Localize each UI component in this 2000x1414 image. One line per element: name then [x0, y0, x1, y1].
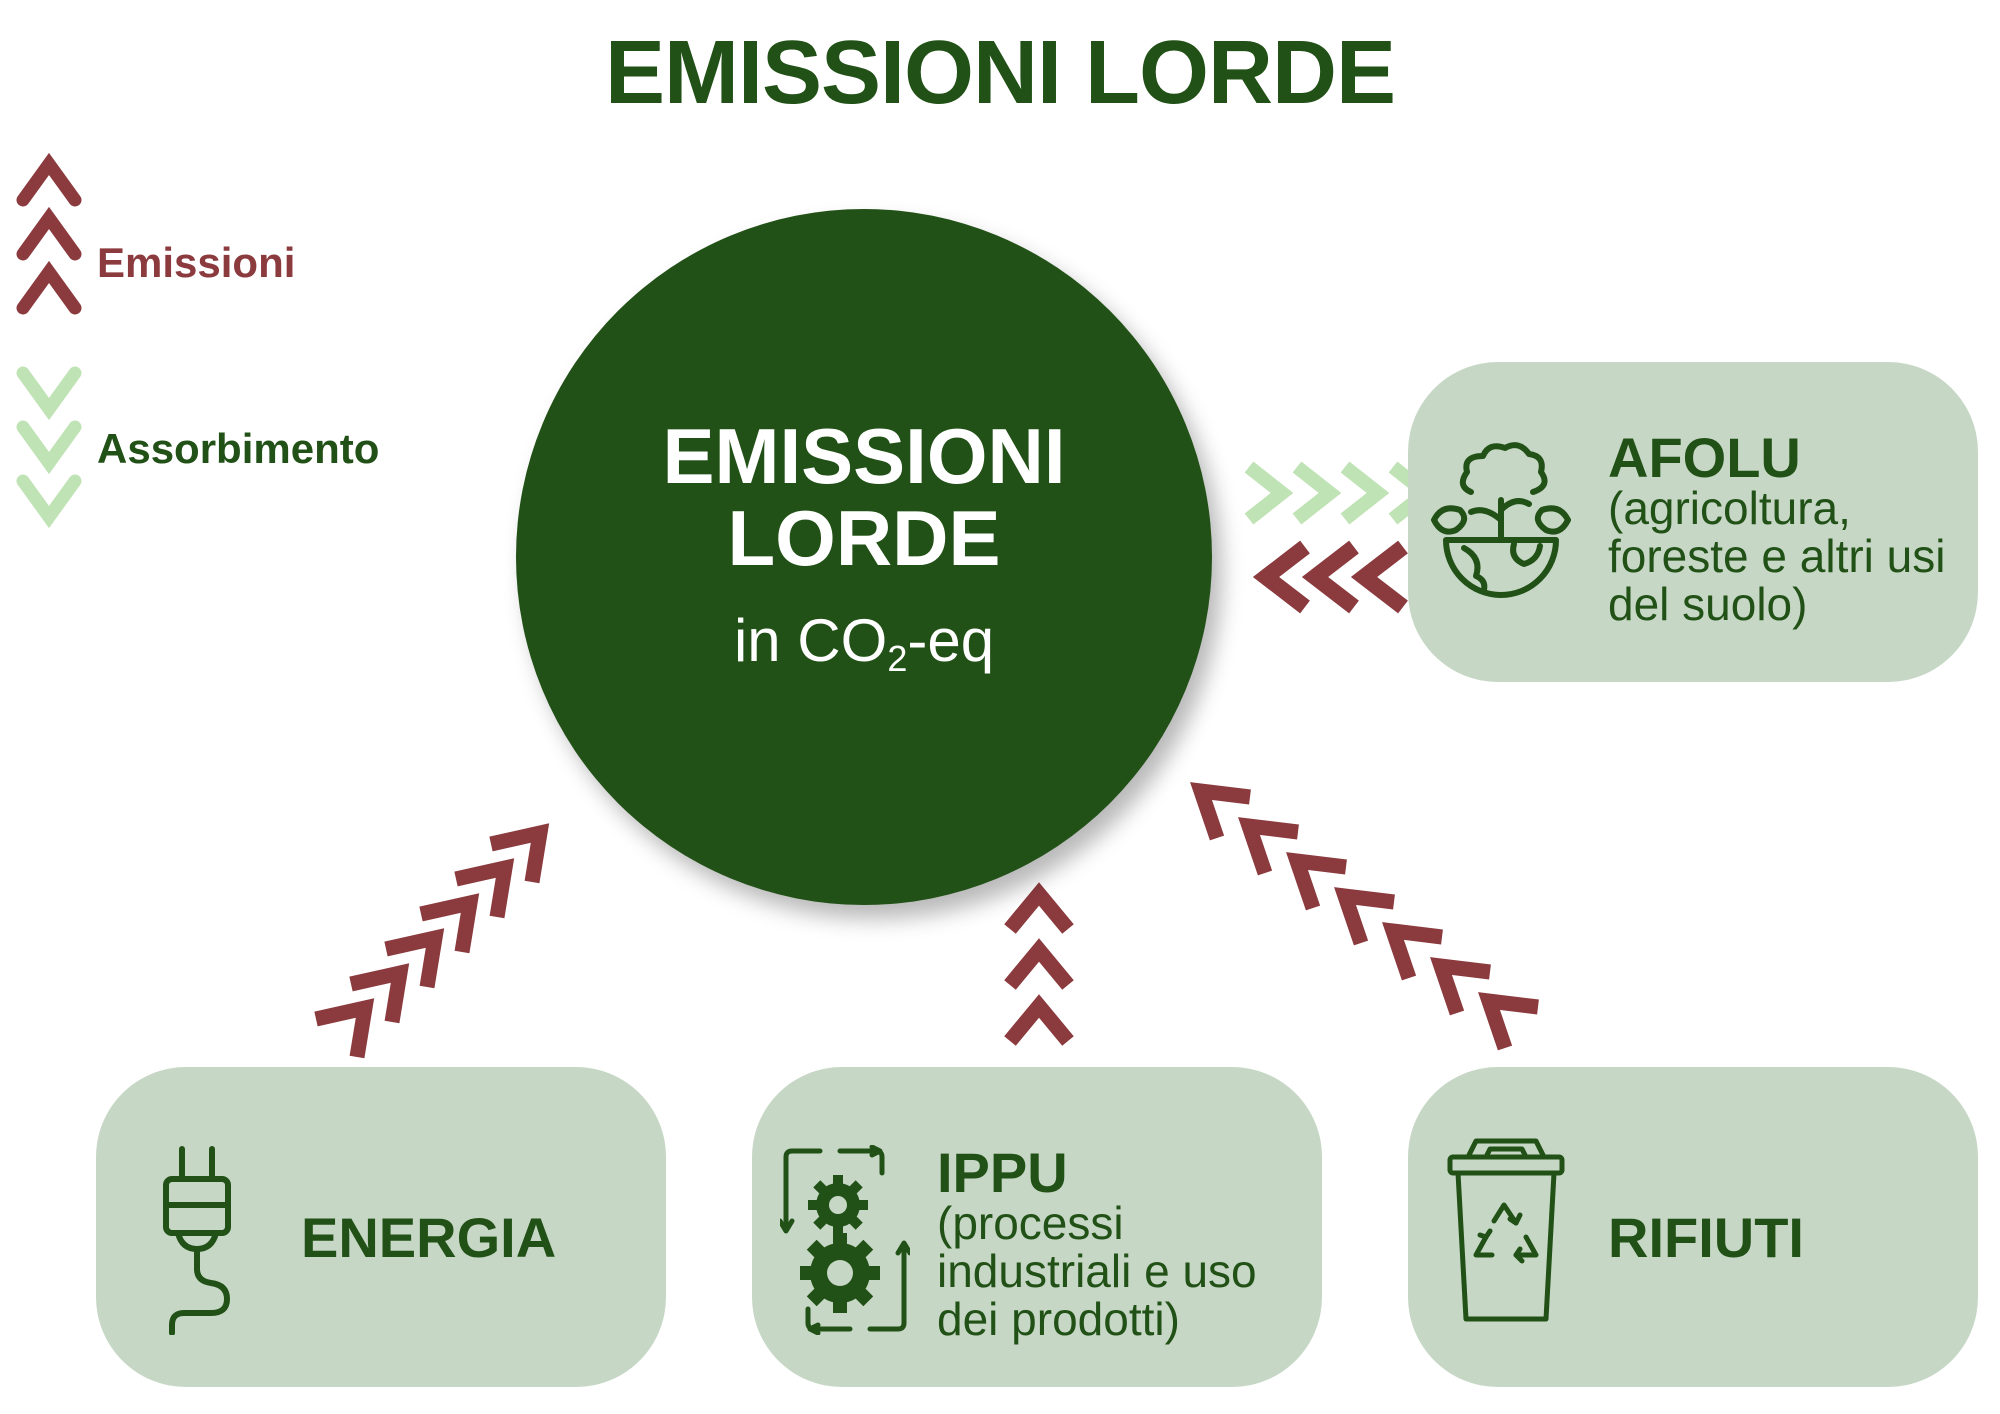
circle-unit-subscript: 2 — [887, 638, 908, 679]
gears-cycle-icon — [780, 1145, 910, 1335]
circle-unit-suffix: -eq — [907, 607, 995, 674]
page-title: EMISSIONI LORDE — [604, 23, 1396, 123]
recycle-bin-icon — [1447, 1138, 1565, 1322]
afolu-subtitle: (agricoltura, foreste e altri usi del su… — [1608, 482, 1946, 630]
circle-unit: in CO2-eq — [516, 611, 1212, 677]
ippu-title: IPPU — [937, 1141, 1068, 1204]
ippu-subtitle: (processi industriali e uso dei prodotti… — [937, 1197, 1257, 1345]
legend-absorption-label: Assorbimento — [97, 425, 380, 472]
legend-emissions-label: Emissioni — [97, 239, 296, 286]
gross-emissions-circle: EMISSIONI LORDE in CO2-eq — [516, 209, 1212, 905]
ippu-emission-arrows — [1004, 882, 1074, 1046]
energia-title: ENERGIA — [301, 1206, 557, 1269]
energia-emission-arrows — [314, 823, 550, 1059]
circle-unit-prefix: in CO — [733, 607, 888, 674]
circle-title-line2: LORDE — [727, 494, 1001, 582]
ippu-box: IPPU (processi industriali e uso dei pro… — [752, 1067, 1322, 1387]
rifiuti-title: RIFIUTI — [1608, 1206, 1804, 1269]
plug-icon — [163, 1146, 231, 1335]
afolu-emission-arrows — [1252, 540, 1408, 614]
afolu-absorption-arrows — [1244, 461, 1438, 525]
circle-title-line1: EMISSIONI — [662, 412, 1066, 500]
rifiuti-emission-arrows — [1190, 782, 1539, 1051]
rifiuti-box: RIFIUTI — [1408, 1067, 1978, 1387]
legend-emissions-icon — [16, 152, 82, 315]
afolu-title: AFOLU — [1608, 426, 1801, 489]
legend-absorption-icon — [16, 366, 82, 529]
circle-title: EMISSIONI LORDE — [516, 415, 1212, 579]
globe-plant-icon — [1431, 442, 1571, 598]
afolu-box: AFOLU (agricoltura, foreste e altri usi … — [1408, 362, 1978, 682]
energia-box: ENERGIA — [96, 1067, 666, 1387]
